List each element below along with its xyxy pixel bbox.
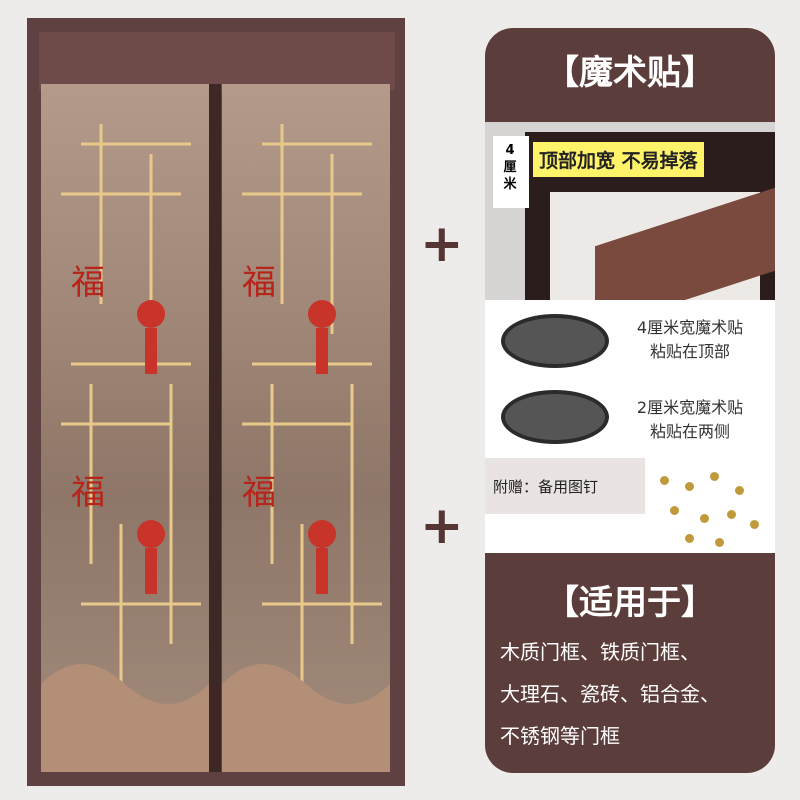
nails-label-strip — [485, 458, 645, 514]
highlight-label: 顶部加宽 不易掉落 — [533, 142, 704, 177]
svg-text:福: 福 — [71, 473, 105, 513]
nail-icon — [685, 534, 694, 543]
svg-text:福: 福 — [242, 263, 276, 303]
nail-icon — [660, 476, 669, 485]
tape-2cm-line1: 2厘米宽魔术贴 — [636, 398, 744, 417]
tape-2cm-line2: 粘贴在两侧 — [649, 422, 730, 441]
tape-4cm-line2: 粘贴在顶部 — [649, 342, 730, 361]
applicable-title: 【适用于】 — [545, 583, 715, 623]
spare-nails-section: 附赠：备用图钉 — [485, 458, 775, 553]
door-curtain-image: 福 福 福 福 — [27, 18, 405, 786]
nail-icon — [750, 520, 759, 529]
width-tag-text: 4厘米 — [503, 143, 517, 192]
nails-label: 附赠：备用图钉 — [493, 478, 599, 496]
curtain-pattern-right: 福 福 — [222, 124, 390, 772]
velcro-title: 【魔术贴】 — [545, 53, 715, 93]
magnetic-seam — [209, 84, 221, 772]
curtain-panel-right: 福 福 — [222, 84, 390, 772]
velcro-tapes-section: 4厘米宽魔术贴 粘贴在顶部 2厘米宽魔术贴 粘贴在两侧 — [485, 300, 775, 458]
nail-icon — [735, 486, 744, 495]
applicable-line-3: 不锈钢等门框 — [500, 724, 620, 748]
svg-text:福: 福 — [242, 473, 276, 513]
velcro-banner — [485, 28, 775, 122]
tape-4cm-line1: 4厘米宽魔术贴 — [636, 318, 744, 337]
applicable-box — [485, 553, 775, 773]
tape-roll-4cm — [501, 314, 609, 368]
nail-icon — [715, 538, 724, 547]
velcro-detail-photo: 4厘米 顶部加宽 不易掉落 — [485, 122, 775, 300]
applicable-line-2: 大理石、瓷砖、铝合金、 — [500, 682, 720, 706]
nail-icon — [727, 510, 736, 519]
curtain-pattern-left: 福 福 — [41, 124, 209, 772]
applicable-line-1: 木质门框、铁质门框、 — [500, 640, 700, 664]
tape-roll-2cm — [501, 390, 609, 444]
plus-sign-1: + — [420, 214, 464, 274]
curtain-lace-valance — [39, 32, 395, 90]
width-tag — [493, 136, 529, 208]
curtain-panel-left: 福 福 — [41, 84, 209, 772]
nail-icon — [685, 482, 694, 491]
nail-icon — [710, 472, 719, 481]
nail-icon — [700, 514, 709, 523]
nail-icon — [670, 506, 679, 515]
plus-sign-2: + — [420, 496, 464, 556]
svg-text:福: 福 — [71, 263, 105, 303]
